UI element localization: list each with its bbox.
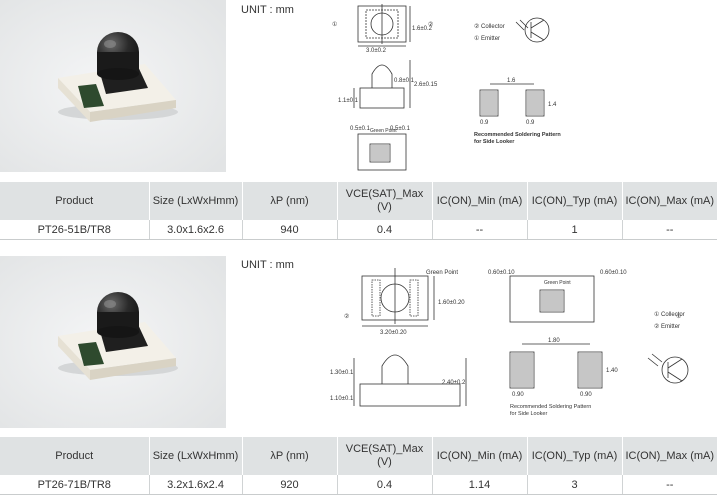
dim-lens: 0.8±0.1	[394, 78, 415, 84]
dim-height-total: 2.6±0.15	[414, 82, 438, 88]
spec-table: Product Size (LxWxHmm) λP (nm) VCE(SAT)_…	[0, 437, 717, 495]
header-ic-on-typ: IC(ON)_Typ (mA)	[527, 182, 623, 220]
cell-ic-on-max: --	[622, 475, 717, 495]
dim-pad-w2: 0.9	[526, 120, 535, 126]
header-ic-on-max: IC(ON)_Max (mA)	[622, 437, 717, 475]
pin-2-label: ②	[344, 313, 349, 320]
dim-pad-gap: 1.6	[507, 78, 516, 84]
legend-collector: ② Collector	[474, 23, 505, 30]
pin-2-label: ②	[428, 21, 433, 28]
cell-size: 3.0x1.6x2.6	[149, 220, 243, 240]
spec-table: Product Size (LxWxHmm) λP (nm) VCE(SAT)_…	[0, 182, 717, 240]
header-wavelength: λP (nm)	[242, 437, 338, 475]
dim-pad-w1: 0.9	[480, 120, 489, 126]
legend-emitter: ① Emitter	[474, 35, 500, 42]
header-product: Product	[0, 182, 150, 220]
legend-emitter: ② Emitter	[654, 323, 680, 330]
cell-wavelength: 940	[242, 220, 338, 240]
green-point-label: Green Point	[426, 270, 458, 276]
table-row: PT26-51B/TR8 3.0x1.6x2.6 940 0.4 -- 1 --	[0, 220, 717, 240]
cell-ic-on-typ: 1	[527, 220, 623, 240]
table-row: PT26-71B/TR8 3.2x1.6x2.4 920 0.4 1.14 3 …	[0, 475, 717, 495]
dim-lens: 1.30±0.1	[330, 370, 354, 376]
dimension-drawing: ② ① Green Point 3.20±0.20 1.60±0.20 2.40…	[330, 268, 689, 417]
dim-pad-h: 1.40	[606, 368, 618, 374]
cell-ic-on-min: 1.14	[432, 475, 528, 495]
header-ic-on-max: IC(ON)_Max (mA)	[622, 182, 717, 220]
product-photo	[0, 0, 226, 172]
cell-ic-on-typ: 3	[527, 475, 623, 495]
dim-top-left: 0.5±0.1	[350, 126, 371, 132]
header-product: Product	[0, 437, 150, 475]
table-header-row: Product Size (LxWxHmm) λP (nm) VCE(SAT)_…	[0, 437, 717, 475]
unit-label: UNIT : mm	[241, 4, 294, 16]
table-header-row: Product Size (LxWxHmm) λP (nm) VCE(SAT)_…	[0, 182, 717, 220]
side-looker-label: for Side Looker	[474, 139, 515, 145]
dim-width: 1.60±0.20	[438, 300, 465, 306]
dim-top-left: 0.60±0.10	[488, 270, 515, 276]
side-looker-label: for Side Looker	[510, 411, 547, 417]
dim-pad-gap: 1.80	[548, 338, 560, 344]
dim-height-total: 2.40±0.2	[442, 380, 466, 386]
dimension-drawing: ① ② 3.0±0.2 1.6±0.2 2.6±0.15 0.8±0.1 1.1…	[332, 4, 561, 171]
header-wavelength: λP (nm)	[242, 182, 338, 220]
dim-pad-w2: 0.90	[580, 392, 592, 398]
header-size: Size (LxWxHmm)	[149, 182, 243, 220]
header-ic-on-min: IC(ON)_Min (mA)	[432, 437, 528, 475]
dim-body: 1.1±0.1	[338, 98, 359, 104]
green-point-top-label: Green Point	[544, 280, 571, 286]
cell-size: 3.2x1.6x2.4	[149, 475, 243, 495]
dim-pad-h: 1.4	[548, 102, 557, 108]
dim-pad-w1: 0.90	[512, 392, 524, 398]
unit-label: UNIT : mm	[241, 259, 294, 271]
dim-length: 3.20±0.20	[380, 330, 407, 336]
legend-collector: ① Collector	[654, 311, 685, 318]
cell-product: PT26-71B/TR8	[0, 475, 150, 495]
header-vce-sat-max: VCE(SAT)_Max (V)	[337, 182, 433, 220]
pin-1-label: ①	[676, 313, 681, 320]
product-photo	[0, 256, 226, 428]
cell-vce-sat-max: 0.4	[337, 475, 433, 495]
cell-ic-on-min: --	[432, 220, 528, 240]
soldering-label: Recommended Soldering Pattern	[474, 132, 561, 138]
green-point-label: Green Point	[370, 128, 397, 134]
dim-body: 1.10±0.1	[330, 396, 354, 402]
dim-top-right: 0.60±0.10	[600, 270, 627, 276]
cell-ic-on-max: --	[622, 220, 717, 240]
soldering-label: Recommended Soldering Pattern	[510, 404, 591, 410]
dim-width: 1.6±0.2	[412, 26, 433, 32]
cell-product: PT26-51B/TR8	[0, 220, 150, 240]
cell-vce-sat-max: 0.4	[337, 220, 433, 240]
header-vce-sat-max: VCE(SAT)_Max (V)	[337, 437, 433, 475]
pin-1-label: ①	[332, 21, 337, 28]
dim-top-right: 0.5±0.1	[390, 126, 411, 132]
header-size: Size (LxWxHmm)	[149, 437, 243, 475]
header-ic-on-min: IC(ON)_Min (mA)	[432, 182, 528, 220]
header-ic-on-typ: IC(ON)_Typ (mA)	[527, 437, 623, 475]
cell-wavelength: 920	[242, 475, 338, 495]
dim-length: 3.0±0.2	[366, 48, 387, 54]
